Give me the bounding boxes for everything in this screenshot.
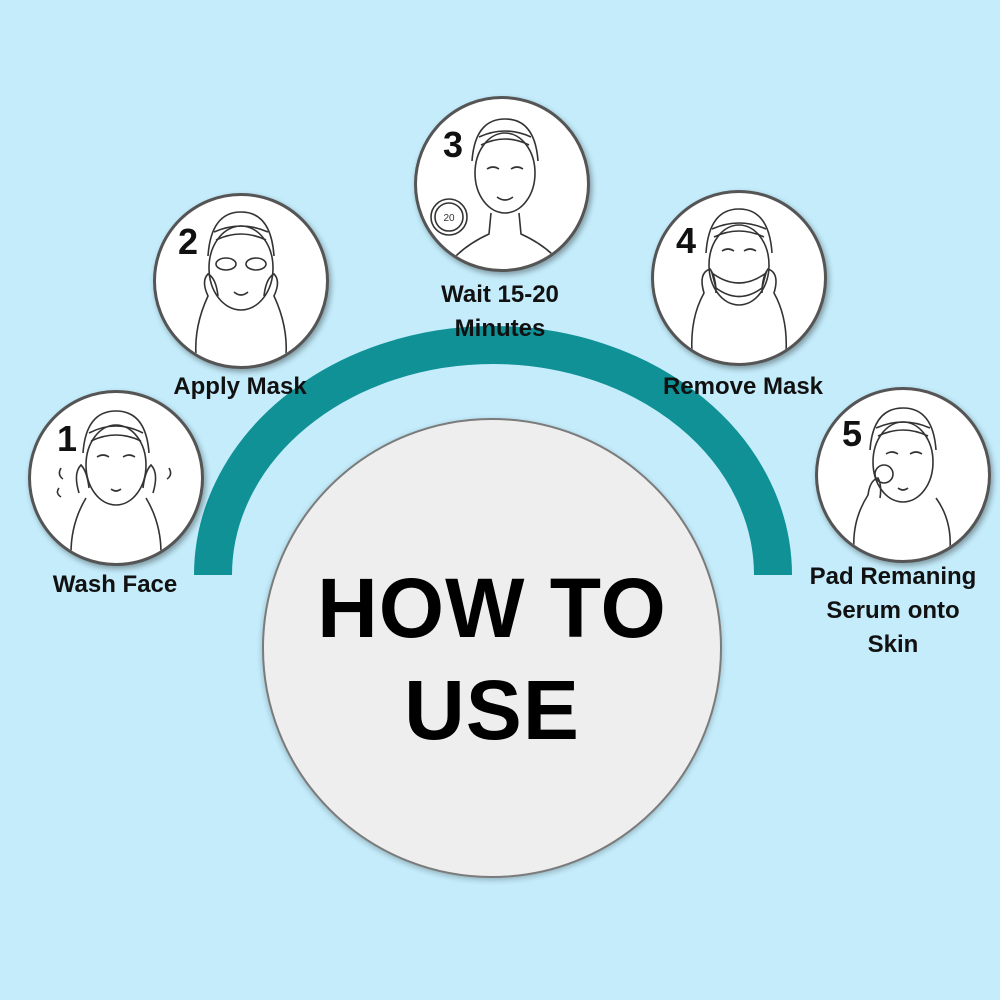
step-2-number: 2	[178, 221, 199, 262]
step-3-label: Wait 15-20 Minutes	[390, 278, 610, 346]
apply-mask-icon	[194, 211, 288, 357]
center-title-line-1: HOW TO	[317, 561, 667, 655]
wash-face-icon	[56, 410, 172, 554]
step-4-label: Remove Mask	[638, 370, 848, 404]
step-2-label: Apply Mask	[140, 370, 340, 404]
center-title-line-2: USE	[404, 663, 580, 757]
remove-mask-icon	[690, 208, 788, 354]
step-3-label-line-2: Minutes	[454, 315, 546, 342]
step-5-label-line-1: Pad Remaning	[809, 563, 977, 590]
step-5-number: 5	[842, 413, 863, 454]
arc-band	[194, 326, 792, 576]
step-4-circle: 4	[651, 190, 827, 366]
step-1-label-line-1: Wash Face	[52, 571, 178, 598]
clock-icon	[430, 198, 468, 236]
step-3-number: 3	[443, 124, 464, 165]
clock-text: 20	[443, 213, 455, 224]
step-5-label-line-3: Skin	[867, 631, 919, 658]
step-1-number: 1	[57, 418, 78, 459]
center-circle: HOW TO USE	[262, 418, 722, 878]
step-5-label: Pad Remaning Serum onto Skin	[790, 560, 996, 662]
pad-serum-icon	[852, 407, 952, 551]
step-3-label-line-1: Wait 15-20	[441, 281, 559, 308]
cotton-pad	[874, 464, 894, 484]
step-4-label-line-1: Remove Mask	[662, 373, 824, 400]
step-4-number: 4	[676, 220, 697, 261]
step-5-circle: 5	[815, 387, 991, 563]
wait-icon: 20	[430, 118, 558, 260]
step-1-label: Wash Face	[20, 568, 210, 602]
step-5-label-line-2: Serum onto	[826, 597, 960, 624]
step-1-circle: 1	[28, 390, 204, 566]
step-3-circle: 20 3	[414, 96, 590, 272]
step-2-circle: 2	[153, 193, 329, 369]
step-2-label-line-1: Apply Mask	[173, 373, 307, 400]
